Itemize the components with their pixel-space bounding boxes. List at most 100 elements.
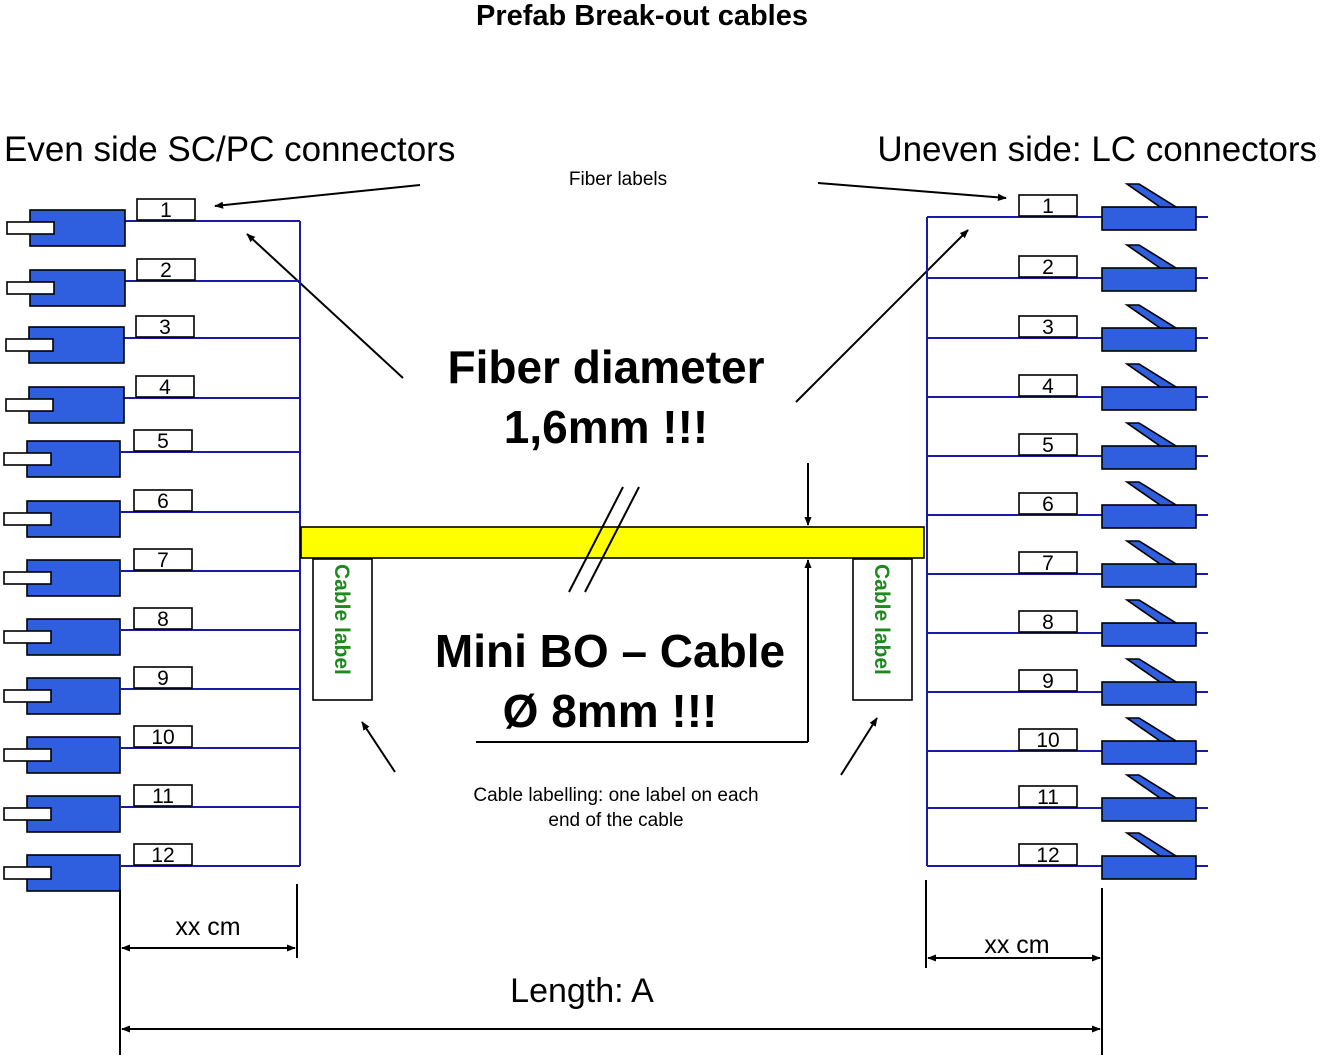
lc-latch-icon [1124, 832, 1179, 857]
lc-latch-icon [1124, 540, 1179, 565]
right-fiber-label-box [1018, 669, 1078, 692]
left-fiber-label-box [133, 784, 193, 807]
lc-connector-icon [1101, 681, 1197, 706]
lc-latch-icon [1124, 422, 1179, 447]
lc-latch-icon [1124, 183, 1179, 208]
lc-connector-icon [1101, 386, 1197, 411]
sc-pc-ferrule-icon [3, 807, 52, 821]
cable-name-line1: Mini BO – Cable [435, 625, 785, 677]
cable-labelling-line2: end of the cable [548, 810, 683, 831]
lc-latch-icon [1124, 244, 1179, 269]
lc-connector-icon [1101, 267, 1197, 292]
sc-pc-ferrule-icon [3, 452, 52, 466]
lc-latch-icon [1124, 481, 1179, 506]
left-fiber-label-box [135, 315, 195, 338]
right-fiber-label-box [1018, 255, 1078, 278]
sc-pc-ferrule-icon [3, 866, 52, 880]
right-fiber-label-box [1018, 785, 1078, 808]
left-fiber-label-box [136, 258, 196, 281]
sc-pc-ferrule-icon [5, 398, 54, 412]
right-fiber-number: 1 [1042, 195, 1054, 218]
right-fiber-number: 4 [1042, 375, 1054, 398]
left-fiber-label-box [133, 843, 193, 866]
right-fiber-number: 11 [1037, 786, 1059, 809]
cable-label-arrow-left [361, 721, 396, 773]
right-fiber-label-box [1018, 610, 1078, 633]
cable-label-arrow-right [840, 717, 878, 776]
fiber-labels-note: Fiber labels [569, 169, 667, 190]
left-length-label: xx cm [175, 913, 240, 941]
right-fiber-number: 7 [1042, 552, 1054, 575]
right-fiber-number: 6 [1042, 493, 1054, 516]
sc-pc-ferrule-icon [5, 338, 54, 352]
left-fiber-label-box [133, 429, 193, 452]
left-fiber-number: 1 [160, 199, 172, 222]
left-fiber-number: 5 [157, 430, 169, 453]
right-fiber-number: 5 [1042, 434, 1054, 457]
lc-connector-icon [1101, 855, 1197, 880]
right-fiber-label-box [1018, 843, 1078, 866]
right-fiber-label-box [1018, 433, 1078, 456]
left-fiber-number: 2 [160, 259, 172, 282]
sc-pc-ferrule-icon [6, 281, 55, 295]
right-fiber-number: 10 [1036, 729, 1059, 752]
sc-pc-ferrule-icon [6, 221, 55, 235]
fiber-diameter-line2: 1,6mm !!! [504, 401, 708, 453]
lc-connector-icon [1101, 206, 1197, 231]
lc-latch-icon [1124, 774, 1179, 799]
sc-pc-ferrule-icon [3, 630, 52, 644]
left-fiber-label-box [135, 375, 195, 398]
right-fiber-number: 2 [1042, 256, 1054, 279]
lc-latch-icon [1124, 304, 1179, 329]
right-fiber-label-box [1018, 551, 1078, 574]
right-fiber-number: 12 [1036, 844, 1059, 867]
right-fiber-label-box [1018, 728, 1078, 751]
left-fiber-number: 7 [157, 549, 169, 572]
right-fiber-number: 8 [1042, 611, 1054, 634]
cable-label-right: Cable label [870, 564, 893, 675]
cable-name-line2: Ø 8mm !!! [503, 685, 718, 737]
lc-connector-icon [1101, 445, 1197, 470]
left-fiber-label-box [133, 725, 193, 748]
cable-break-mark-1 [568, 486, 624, 593]
total-length-label: Length: A [510, 972, 654, 1010]
right-length-label: xx cm [984, 931, 1049, 959]
cable-labelling-line1: Cable labelling: one label on each [473, 785, 758, 806]
lc-connector-icon [1101, 563, 1197, 588]
lc-connector-icon [1101, 504, 1197, 529]
lc-connector-icon [1101, 797, 1197, 822]
left-fiber-number: 3 [159, 316, 171, 339]
sc-pc-ferrule-icon [3, 512, 52, 526]
right-fiber-number: 9 [1042, 670, 1054, 693]
fiber-label-arrow-left [214, 184, 421, 209]
right-fiber-label-box [1018, 492, 1078, 515]
left-fiber-label-box [133, 607, 193, 630]
left-fiber-number: 12 [151, 844, 174, 867]
left-fiber-label-box [133, 548, 193, 571]
lc-connector-icon [1101, 622, 1197, 647]
right-fiber-number: 3 [1042, 316, 1054, 339]
cable-label-left: Cable label [330, 564, 353, 675]
mini-bo-cable [300, 526, 925, 559]
fiber-diameter-arrow-left [246, 233, 404, 379]
fiber-label-arrow-right [817, 182, 1007, 201]
lc-latch-icon [1124, 599, 1179, 624]
left-fiber-label-box [133, 666, 193, 689]
right-side-heading: Uneven side: LC connectors [877, 130, 1317, 169]
page-title: Prefab Break-out cables [476, 0, 808, 32]
lc-latch-icon [1124, 717, 1179, 742]
left-fiber-number: 4 [159, 376, 171, 399]
lc-latch-icon [1124, 658, 1179, 683]
right-fiber-label-box [1018, 374, 1078, 397]
lc-latch-icon [1124, 363, 1179, 388]
fiber-diameter-line1: Fiber diameter [448, 341, 765, 393]
lc-connector-icon [1101, 740, 1197, 765]
left-fiber-label-box [136, 198, 196, 221]
cable-label-right-box [852, 558, 913, 701]
left-fiber-label-box [133, 489, 193, 512]
fiber-diameter-arrow-right [795, 229, 969, 403]
left-fiber-number: 6 [157, 490, 169, 513]
